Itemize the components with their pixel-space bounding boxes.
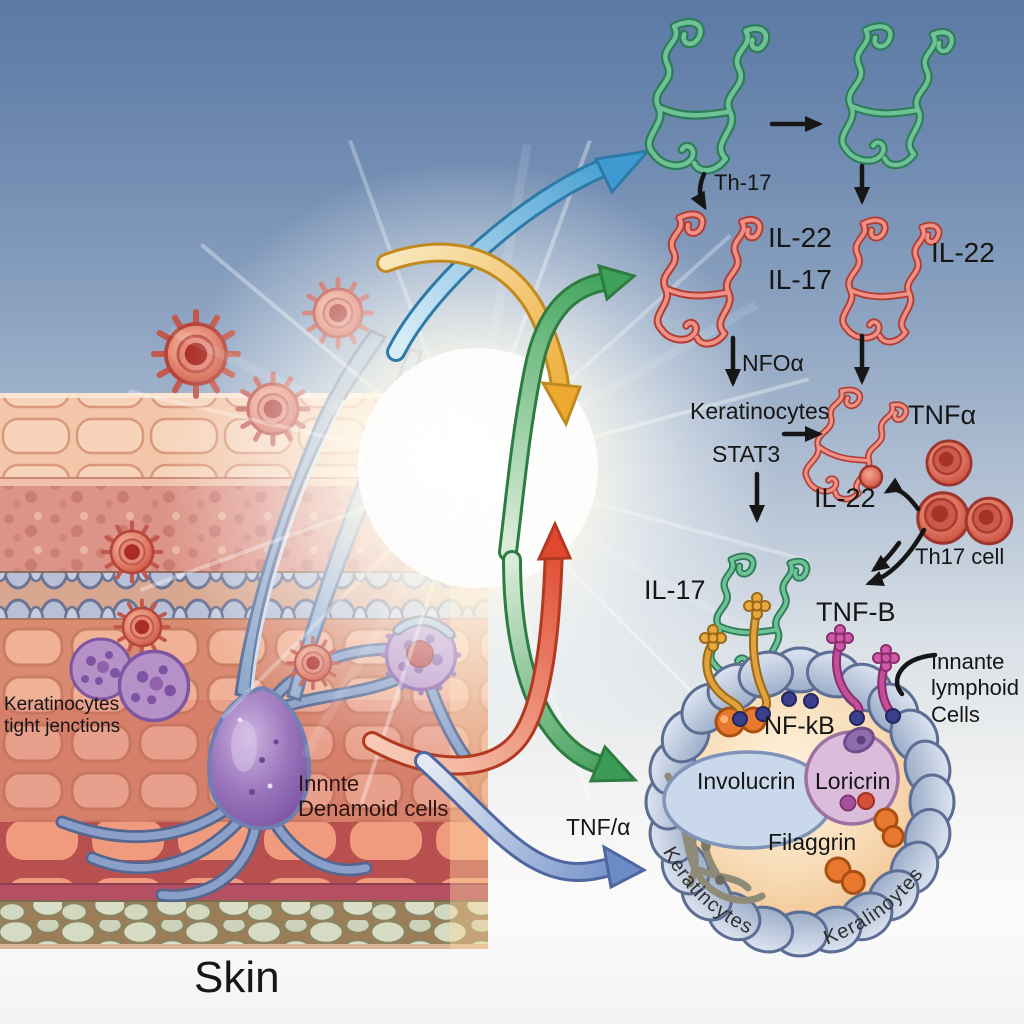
il22-label-c: IL-22	[814, 483, 876, 513]
th17-label: Th-17	[714, 170, 772, 195]
filaggrin-label: Filaggrin	[768, 829, 857, 855]
arrow-orange-down	[376, 242, 583, 428]
pathway-arrows	[690, 116, 938, 697]
arrow-th17-to-cell-short	[870, 540, 902, 572]
il22-molecule-dot	[858, 464, 884, 490]
tnf-alpha-label: TNFα	[908, 400, 977, 430]
il22-label-a: IL-22	[768, 222, 832, 253]
tnf-slash-alpha-label: TNF/α	[566, 814, 631, 840]
il22-label-b: IL-22	[931, 237, 995, 268]
naive-cell-protein-left	[648, 21, 767, 171]
th17-cell-label: Th17 cell	[915, 544, 1005, 569]
loricrin-label: Loricrin	[815, 768, 891, 794]
il-cytokine-protein-right	[842, 219, 940, 343]
th17-cells	[916, 439, 1014, 546]
arrow-th17-to-il22	[883, 477, 921, 512]
naive-cell-protein-right	[841, 25, 953, 166]
skin-title: Skin	[194, 953, 280, 1002]
tnf-b-label: TNF-B	[816, 597, 896, 627]
arrow-th17-to-cell-long	[865, 527, 927, 587]
il17-label-a: IL-17	[768, 264, 832, 295]
nfkb-label: NF-kB	[764, 712, 835, 740]
tnf-receptors	[826, 624, 900, 721]
il17-label-b: IL-17	[644, 575, 706, 605]
arrow-th17-down	[690, 171, 707, 211]
tnf-alpha-protein	[801, 383, 909, 509]
keratinocytes-label: Keratinocytes	[690, 398, 830, 424]
arrow-blue-down-tnf	[414, 751, 648, 890]
arrow-green-up	[498, 263, 638, 562]
flow-arrows	[362, 148, 652, 890]
dendritic-cells-label: Innnte Denamoid cells	[298, 771, 449, 822]
nfo-alpha-label: NFOα	[742, 350, 804, 376]
keratinocyte-cell: Keratincytes Keralinoytes	[644, 592, 956, 958]
involucrin-label: Involucrin	[697, 768, 796, 794]
sunburst-glow	[128, 139, 810, 804]
innate-lymphoid-label: Innante lymphoid Cells	[931, 649, 1020, 727]
tight-junctions-label: Keratinocytes tight jenctions	[4, 694, 121, 737]
arrow-blue-up	[386, 148, 652, 362]
protein-ribbons	[648, 21, 953, 679]
nfkb-signal-dots	[732, 691, 901, 727]
innate-lymphoid-pointer	[894, 652, 938, 697]
stat3-label: STAT3	[712, 441, 781, 467]
